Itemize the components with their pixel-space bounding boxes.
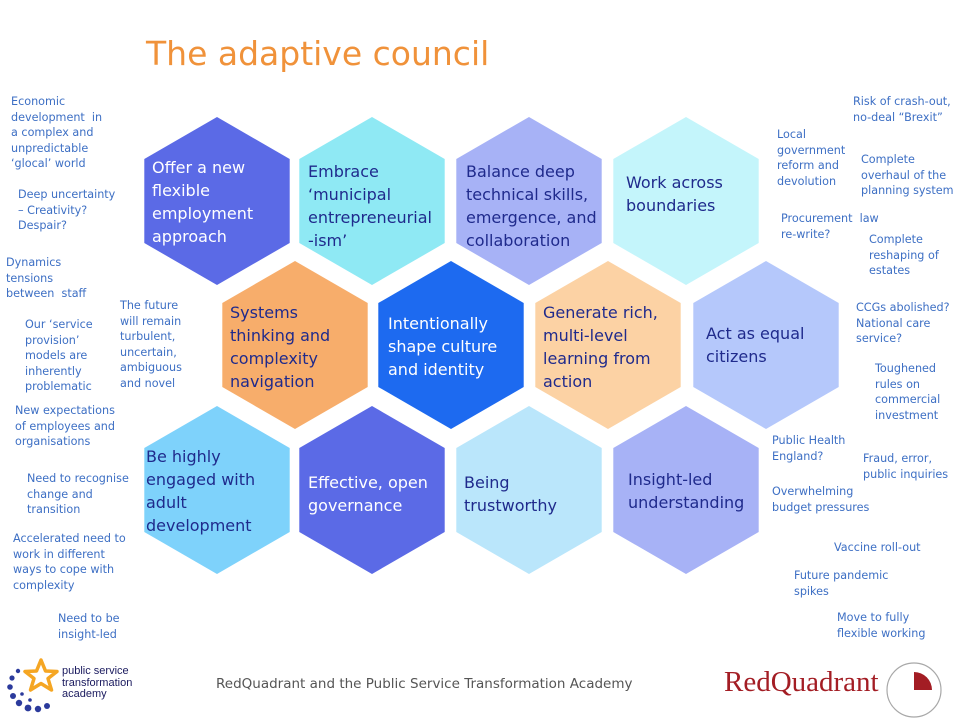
dots-swirl-icon bbox=[7, 668, 50, 713]
hexagon-8 bbox=[144, 406, 290, 574]
hexagon-10 bbox=[456, 406, 602, 574]
left-note-4: The future will remain turbulent, uncert… bbox=[120, 299, 182, 390]
hex-label-line: entrepreneurial bbox=[308, 208, 432, 227]
right-note-6: Toughened rules on commercial investment bbox=[875, 362, 941, 422]
left-note-7: Accelerated need to work in different wa… bbox=[13, 532, 126, 592]
right-note-9: Overwhelming budget pressures bbox=[772, 485, 870, 514]
hex-label-line: citizens bbox=[706, 347, 767, 366]
hex-label-line: governance bbox=[308, 496, 403, 515]
left-note-0: Economic development in a complex and un… bbox=[11, 95, 103, 170]
hex-label-line: Being bbox=[464, 473, 510, 492]
hex-label-11: Insight-led understanding bbox=[628, 468, 744, 514]
left-note-1: Deep uncertainty – Creativity? Despair? bbox=[18, 188, 116, 232]
hex-label-line: emergence, and bbox=[466, 208, 597, 227]
page-title: The adaptive council bbox=[146, 34, 490, 73]
hex-label-line: complexity bbox=[230, 349, 318, 368]
right-note-12: Move to fully flexible working bbox=[837, 611, 926, 640]
hex-label-line: Offer a new bbox=[152, 158, 246, 177]
hex-label-line: multi-level bbox=[543, 326, 628, 345]
right-note-1: Local government reform and devolution bbox=[777, 128, 846, 188]
left-note-6: Need to recognise change and transition bbox=[27, 472, 129, 516]
hex-label-line: Effective, open bbox=[308, 473, 428, 492]
hex-label-4: Systems thinking and complexity navigati… bbox=[230, 301, 330, 393]
hex-label-line: flexible bbox=[152, 181, 210, 200]
hex-label-line: ‘municipal bbox=[308, 185, 392, 204]
hex-label-10: Being trustworthy bbox=[464, 471, 557, 517]
hex-label-line: Be highly bbox=[146, 447, 221, 466]
right-note-3: Procurement law re-write? bbox=[781, 212, 879, 241]
hexagon-0 bbox=[144, 117, 290, 285]
hexagon-3 bbox=[613, 117, 759, 285]
hex-label-5: Intentionally shape culture and identity bbox=[388, 312, 497, 381]
hex-label-line: Systems bbox=[230, 303, 298, 322]
hex-label-line: learning from bbox=[543, 349, 651, 368]
redquadrant-logo: RedQuadrant bbox=[724, 666, 879, 698]
hex-label-9: Effective, open governance bbox=[308, 471, 428, 517]
hexagon-1 bbox=[299, 117, 445, 285]
hex-label-line: approach bbox=[152, 227, 227, 246]
left-note-8: Need to be insight-led bbox=[58, 612, 120, 641]
right-note-10: Vaccine roll-out bbox=[834, 541, 921, 554]
hex-label-line: engaged with bbox=[146, 470, 256, 489]
hex-label-line: boundaries bbox=[626, 196, 716, 215]
hex-label-0: Offer a new flexible employment approach bbox=[152, 156, 253, 248]
hex-label-line: understanding bbox=[628, 493, 745, 512]
pst-academy-wordmark: public service transformation academy bbox=[62, 665, 133, 701]
hex-label-line: Generate rich, bbox=[543, 303, 658, 322]
quadrant-mark-icon bbox=[886, 662, 942, 718]
hex-label-line: Balance deep bbox=[466, 162, 575, 181]
hexagon-5 bbox=[378, 261, 524, 429]
hex-label-3: Work across boundaries bbox=[626, 171, 723, 217]
hex-label-line: thinking and bbox=[230, 326, 331, 345]
hex-label-line: navigation bbox=[230, 372, 315, 391]
hexagon-7 bbox=[693, 261, 839, 429]
pst-line: transformation bbox=[62, 676, 133, 689]
pst-line: public service bbox=[62, 665, 129, 677]
hex-label-7: Act as equal citizens bbox=[706, 322, 804, 368]
hex-label-line: Insight-led bbox=[628, 470, 713, 489]
pst-academy-logo bbox=[7, 658, 59, 713]
left-note-5: New expectations of employees and organi… bbox=[15, 404, 115, 448]
hex-label-6: Generate rich, multi-level learning from… bbox=[543, 301, 658, 393]
right-note-11: Future pandemic spikes bbox=[794, 569, 889, 598]
hex-label-line: Embrace bbox=[308, 162, 379, 181]
right-note-8: Fraud, error, public inquiries bbox=[863, 452, 949, 481]
hex-label-line: employment bbox=[152, 204, 254, 223]
hex-label-2: Balance deep technical skills, emergence… bbox=[466, 160, 597, 252]
left-note-2: Dynamics tensions between staff bbox=[6, 256, 87, 300]
hexagon-6 bbox=[535, 261, 681, 429]
hex-label-line: adult bbox=[146, 493, 187, 512]
hex-label-line: shape culture bbox=[388, 337, 498, 356]
hex-label-line: and identity bbox=[388, 360, 485, 379]
hex-label-line: action bbox=[543, 372, 593, 391]
left-note-3: Our ‘service provision’ models are inher… bbox=[25, 318, 93, 393]
right-note-0: Risk of crash-out, no-deal “Brexit” bbox=[853, 95, 951, 124]
hexagon-2 bbox=[456, 117, 602, 285]
hex-label-line: Work across bbox=[626, 173, 723, 192]
hexagon-11 bbox=[613, 406, 759, 574]
hex-label-line: Intentionally bbox=[388, 314, 488, 333]
right-note-5: CCGs abolished? National care service? bbox=[856, 301, 950, 345]
hexagon-4 bbox=[222, 261, 368, 429]
right-note-4: Complete reshaping of estates bbox=[869, 233, 939, 277]
hex-label-line: -ism’ bbox=[308, 231, 348, 250]
right-note-7: Public Health England? bbox=[772, 434, 846, 463]
star-icon bbox=[23, 658, 59, 692]
right-note-2: Complete overhaul of the planning system bbox=[861, 153, 954, 197]
hex-label-line: collaboration bbox=[466, 231, 571, 250]
hex-label-line: Act as equal bbox=[706, 324, 805, 343]
hex-label-line: technical skills, bbox=[466, 185, 589, 204]
hex-label-line: development bbox=[146, 516, 252, 535]
pst-line: academy bbox=[62, 688, 107, 700]
hex-label-1: Embrace ‘municipal entrepreneurial -ism’ bbox=[308, 160, 432, 252]
footer-text: RedQuadrant and the Public Service Trans… bbox=[216, 676, 633, 692]
hexagon-9 bbox=[299, 406, 445, 574]
hex-label-line: trustworthy bbox=[464, 496, 557, 515]
hex-label-8: Be highly engaged with adult development bbox=[146, 445, 255, 537]
